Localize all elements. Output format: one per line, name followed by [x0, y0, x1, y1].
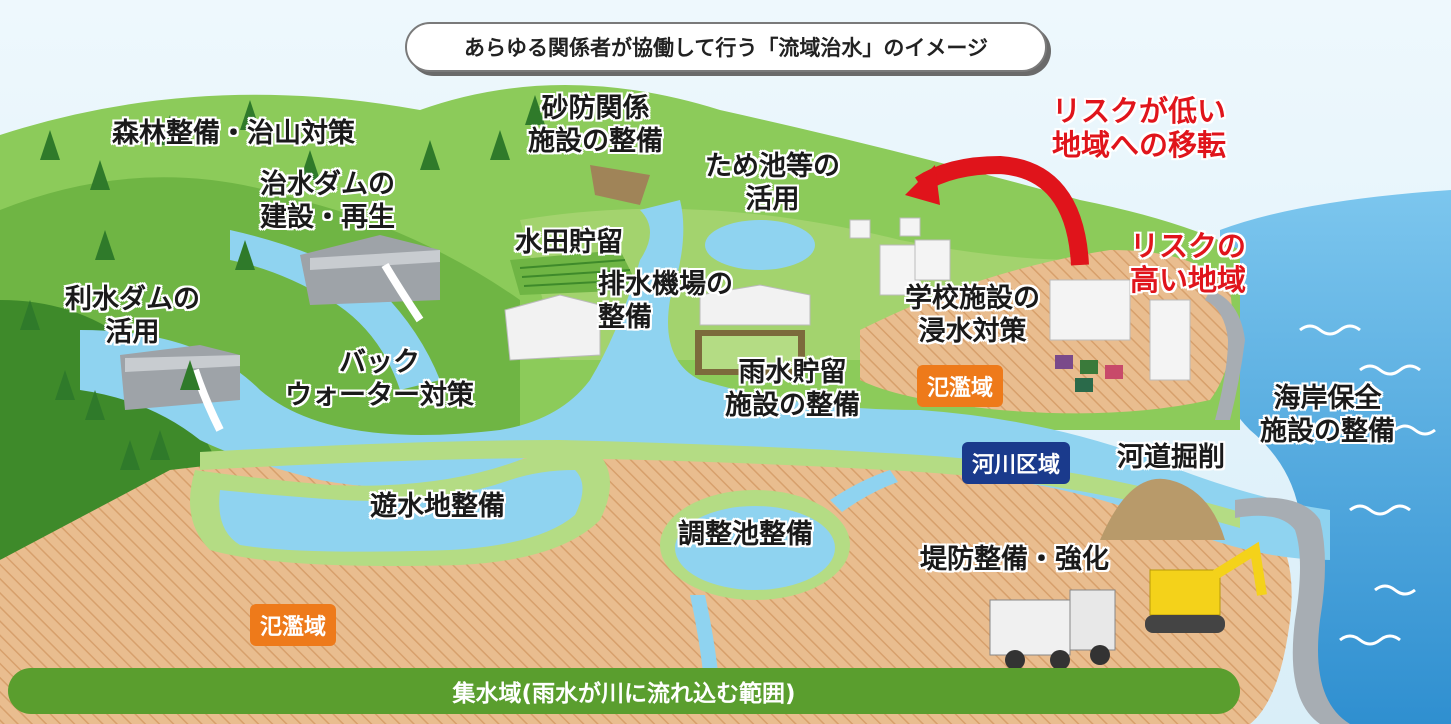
label-coastal: 海岸保全 施設の整備 [1260, 383, 1395, 447]
label-detention-pond: 調整池整備 [678, 519, 813, 550]
catchment-bar: 集水域(雨水が川に流れ込む範囲) [8, 668, 1240, 714]
left-front-hill [0, 300, 220, 560]
label-high-risk-area: リスクの 高い地域 [1130, 229, 1247, 297]
excavator [1145, 541, 1267, 633]
diagram-title-text: あらゆる関係者が協働して行う「流域治水」のイメージ [464, 36, 988, 60]
label-school: 学校施設の 浸水対策 [905, 283, 1040, 347]
seawall [1205, 290, 1245, 420]
buildings [849, 217, 1191, 381]
label-retarding-basin: 遊水地整備 [370, 491, 505, 522]
badge-river-area: 河川区域 [962, 442, 1071, 484]
label-sabo: 砂防関係 施設の整備 [528, 93, 663, 157]
label-pump: 排水機場の 整備 [598, 269, 733, 333]
down-channel [690, 595, 720, 690]
label-dredging: 河道掘削 [1117, 442, 1225, 473]
badge-floodplain-left: 氾濫域 [250, 604, 337, 646]
pumping-station [504, 284, 811, 361]
upper-river [230, 230, 440, 390]
dredged-sand [1100, 478, 1225, 540]
sea [1214, 190, 1451, 724]
label-low-risk-relocation: リスクが低い 地域への移転 [1052, 94, 1227, 162]
label-levee: 堤防整備・強化 [920, 544, 1109, 575]
label-paddy: 水田貯留 [515, 227, 623, 258]
channel [830, 470, 898, 512]
waves [1299, 324, 1436, 646]
label-pond: ため池等の 活用 [705, 151, 840, 215]
breakwater [1235, 497, 1350, 724]
truck [989, 589, 1116, 670]
diagram-title: あらゆる関係者が協働して行う「流域治水」のイメージ [405, 22, 1047, 72]
label-flood-dam: 治水ダムの 建設・再生 [260, 169, 395, 233]
label-forest: 森林整備・治山対策 [112, 118, 355, 149]
sabo-dam [590, 165, 650, 205]
retarding-water [219, 470, 583, 552]
water-use-dam [120, 345, 240, 410]
badge-floodplain-right: 氾濫域 [917, 365, 1004, 407]
label-rain-storage: 雨水貯留 施設の整備 [725, 357, 860, 421]
relocation-arrow [915, 155, 1089, 266]
irrigation-pond [705, 220, 815, 270]
label-backwater: バック ウォーター対策 [285, 347, 474, 411]
label-water-dam: 利水ダムの 活用 [65, 284, 200, 348]
catchment-bar-text: 集水域(雨水が川に流れ込む範囲) [452, 681, 796, 707]
houses-roofs [1055, 355, 1123, 392]
